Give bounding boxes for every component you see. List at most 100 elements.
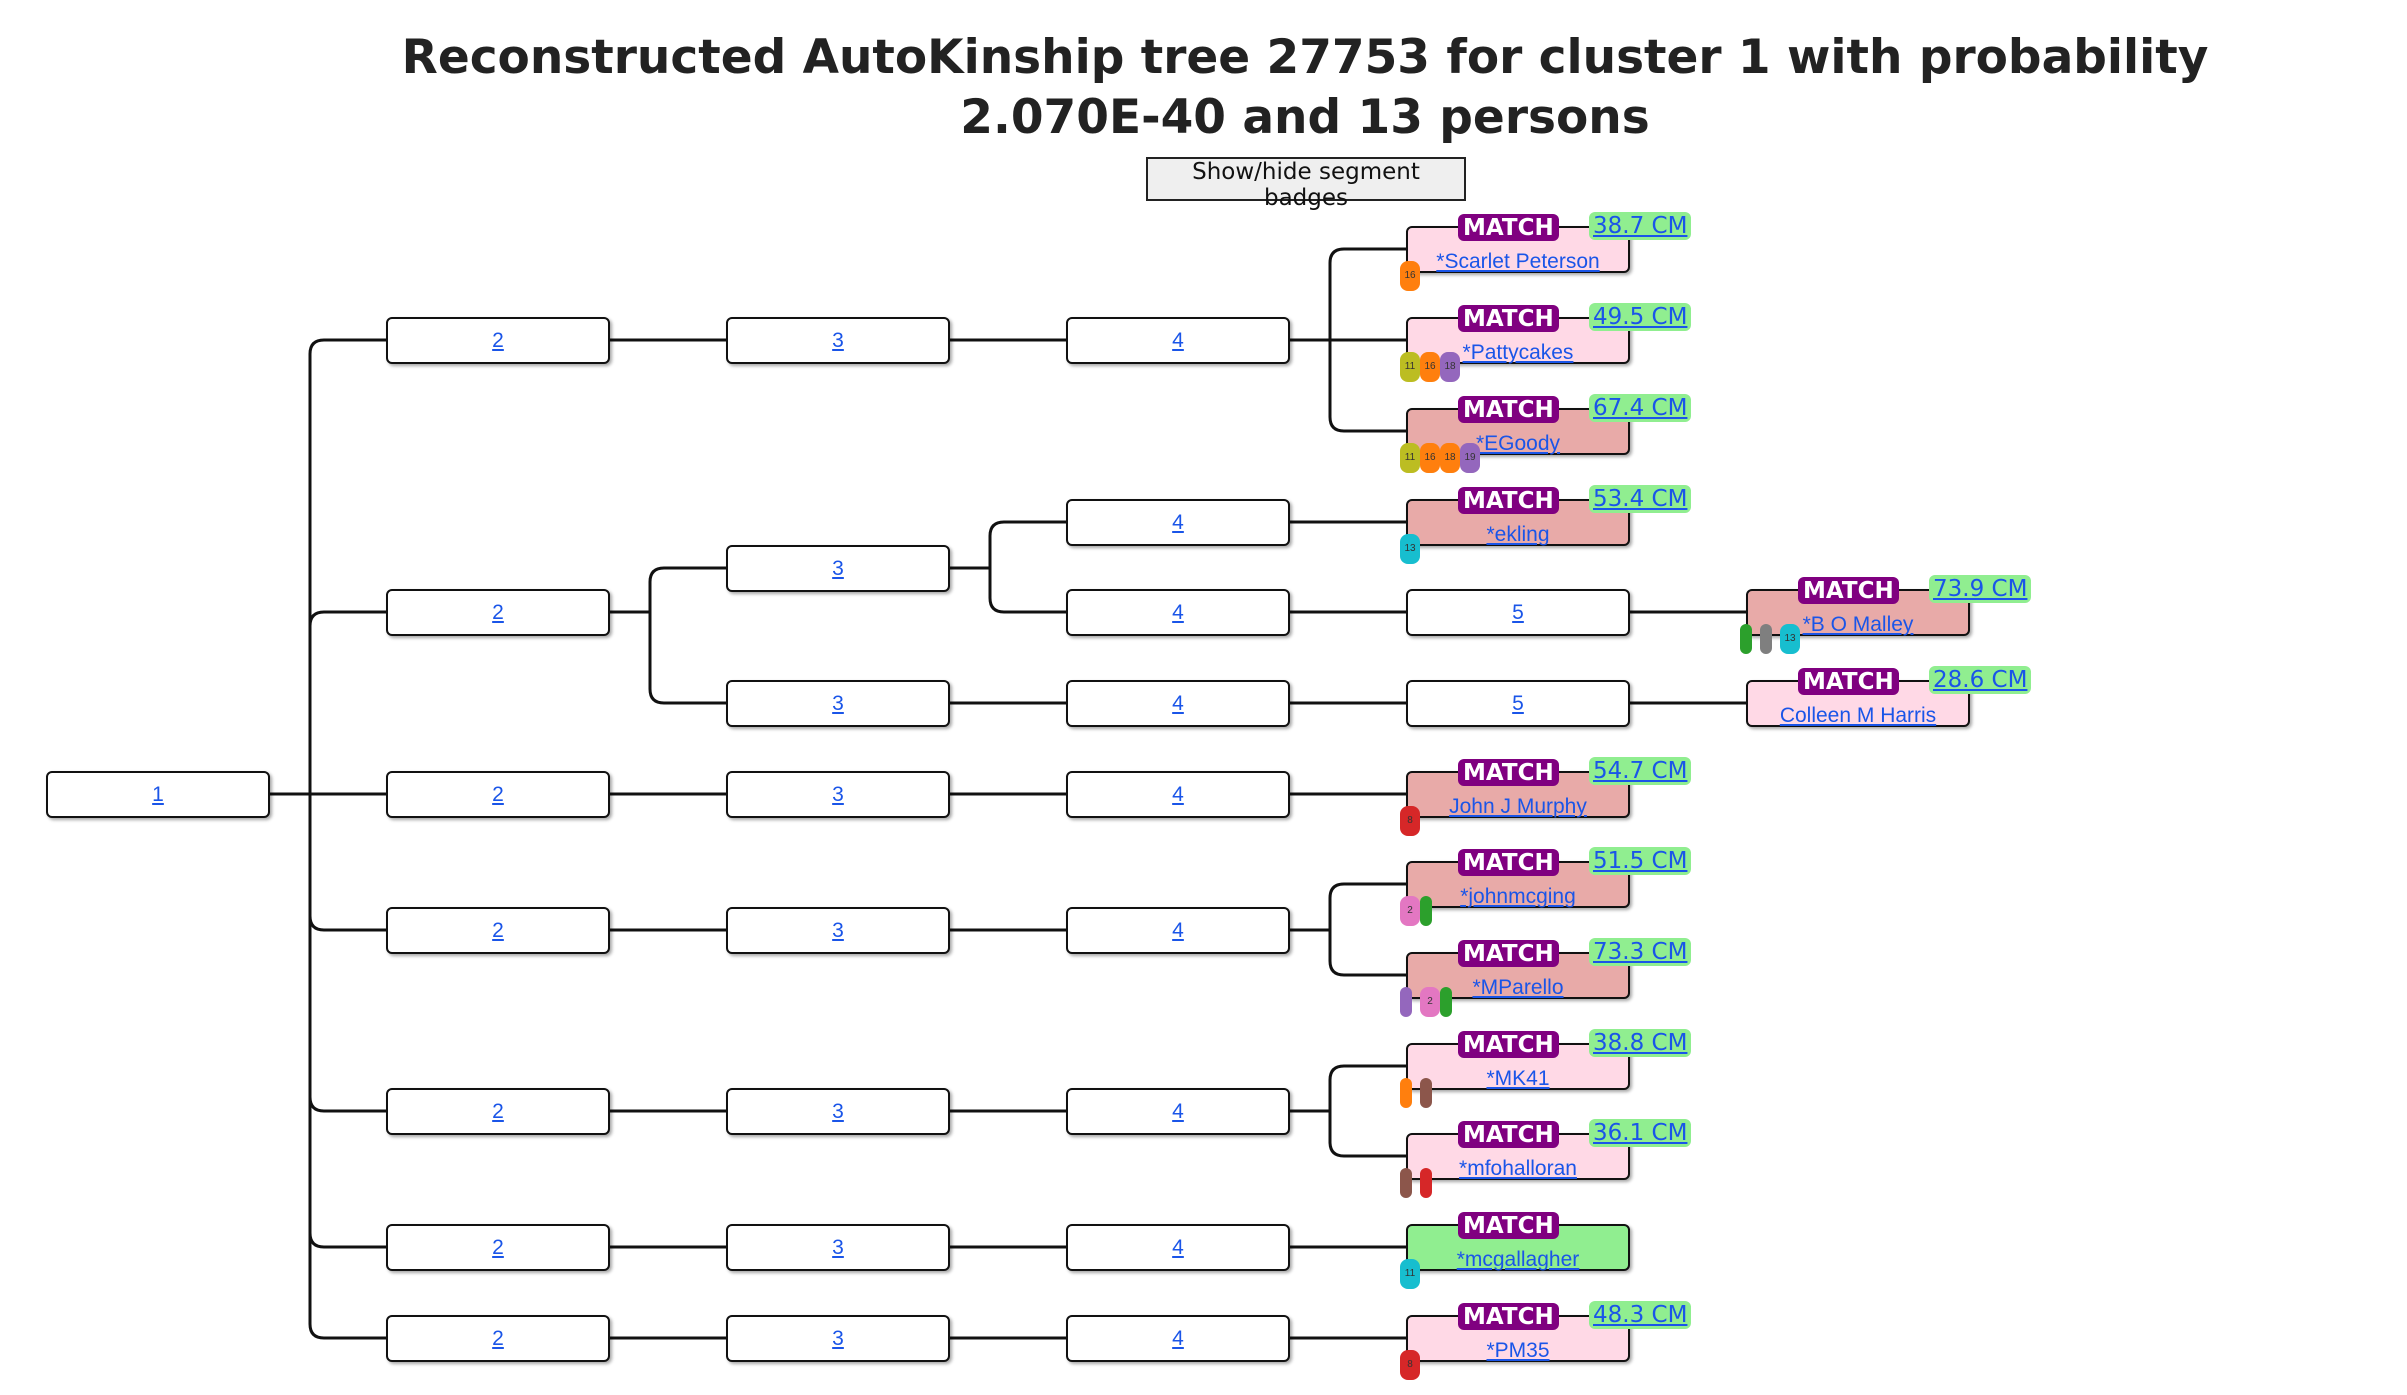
match-person-link[interactable]: *B O Malley [1802,612,1914,636]
match-badge: MATCH [1458,486,1559,514]
cm-value-link[interactable]: 67.4 CM [1589,393,1692,422]
cm-value-link[interactable]: 28.6 CM [1929,665,2032,694]
tree-node-link[interactable]: 2 [492,1326,504,1350]
connector-line [988,568,1066,614]
tree-node-link[interactable]: 3 [832,918,844,942]
match-person-link[interactable]: *Scarlet Peterson [1436,249,1600,273]
page-title: Reconstructed AutoKinship tree 27753 for… [401,30,2209,145]
tree-node-link[interactable]: 2 [492,600,504,624]
segment-badge: 16 [1420,443,1440,473]
tree-node-a4: 4 [1066,316,1290,364]
cm-value-link[interactable]: 38.8 CM [1589,1028,1692,1057]
tree-node-link[interactable]: 4 [1172,1326,1184,1350]
connector-line [308,338,386,794]
cm-value-link[interactable]: 51.5 CM [1589,846,1692,875]
tree-node-link[interactable]: 4 [1172,918,1184,942]
cm-value-link[interactable]: 48.3 CM [1589,1300,1692,1329]
connector-line [1328,930,1406,977]
cm-value-link[interactable]: 54.7 CM [1589,756,1692,785]
segment-badge [1400,1168,1412,1198]
cm-value-link[interactable]: 49.5 CM [1589,302,1692,331]
tree-node-c2: 2 [386,770,610,818]
segment-badge [1440,987,1452,1017]
tree-node-b3b: 3 [726,679,950,727]
match-badge: MATCH [1458,939,1559,967]
tree-node-link[interactable]: 2 [492,782,504,806]
match-badge: MATCH [1458,1211,1559,1239]
tree-node-e3: 3 [726,1087,950,1135]
tree-node-link[interactable]: 3 [832,556,844,580]
tree-node-g3: 3 [726,1314,950,1362]
match-person-link[interactable]: *PM35 [1486,1338,1550,1362]
match-person-link[interactable]: *Pattycakes [1462,340,1574,364]
tree-node-g2: 2 [386,1314,610,1362]
show-hide-segment-badges-button[interactable]: Show/hide segment badges [1146,157,1466,211]
match-person-link[interactable]: *johnmcging [1460,884,1576,908]
tree-node-a3: 3 [726,316,950,364]
connector-line [1328,882,1406,930]
match-person-link[interactable]: *MK41 [1486,1066,1550,1090]
match-person-link[interactable]: *mfohalloran [1459,1156,1577,1180]
tree-node-link[interactable]: 4 [1172,1235,1184,1259]
connector-line [1328,247,1406,340]
tree-node-link[interactable]: 3 [832,1099,844,1123]
tree-node-d3: 3 [726,906,950,954]
tree-node-link[interactable]: 4 [1172,782,1184,806]
connector-line [1328,1064,1406,1111]
tree-node-link[interactable]: 5 [1512,600,1524,624]
tree-node-link[interactable]: 5 [1512,691,1524,715]
connector-line [308,610,386,794]
match-person-link[interactable]: *mcgallagher [1456,1247,1580,1271]
tree-node-f4: 4 [1066,1223,1290,1271]
segment-badge [1420,1078,1432,1108]
tree-node-f3: 3 [726,1223,950,1271]
tree-node-link[interactable]: 1 [152,782,164,806]
cm-value-link[interactable]: 38.7 CM [1589,211,1692,240]
cm-value-link[interactable]: 53.4 CM [1589,484,1692,513]
match-person-box: *mcgallagher [1406,1223,1630,1271]
tree-node-link[interactable]: 4 [1172,1099,1184,1123]
tree-node-link[interactable]: 4 [1172,328,1184,352]
segment-badge: 11 [1400,352,1420,382]
match-person-link[interactable]: *MParello [1472,975,1564,999]
tree-node-n1: 1 [46,770,270,818]
tree-node-b5b: 5 [1406,679,1630,727]
cm-value-link[interactable]: 73.3 CM [1589,937,1692,966]
tree-node-link[interactable]: 3 [832,1235,844,1259]
tree-node-link[interactable]: 2 [492,1099,504,1123]
segment-badge: 16 [1400,261,1420,291]
match-badge: MATCH [1458,1120,1559,1148]
segment-badge [1760,624,1772,654]
cm-value-link[interactable]: 73.9 CM [1929,574,2032,603]
segment-badge: 2 [1400,896,1420,926]
connector-line [308,794,386,932]
tree-node-link[interactable]: 4 [1172,600,1184,624]
tree-node-b4b: 4 [1066,588,1290,636]
match-badge: MATCH [1458,758,1559,786]
tree-node-e4: 4 [1066,1087,1290,1135]
tree-node-link[interactable]: 3 [832,1326,844,1350]
tree-node-link[interactable]: 3 [832,328,844,352]
tree-node-a2: 2 [386,316,610,364]
match-person-link[interactable]: *EGoody [1475,431,1561,455]
match-person-link[interactable]: John J Murphy [1449,794,1587,818]
tree-node-link[interactable]: 3 [832,782,844,806]
connector-line [308,794,386,1249]
segment-badge [1740,624,1752,654]
tree-node-d4: 4 [1066,906,1290,954]
cm-value-link[interactable]: 36.1 CM [1589,1118,1692,1147]
match-badge: MATCH [1798,576,1899,604]
tree-node-link[interactable]: 4 [1172,510,1184,534]
match-person-link[interactable]: *ekling [1486,522,1550,546]
tree-node-link[interactable]: 3 [832,691,844,715]
segment-badge: 19 [1460,443,1480,473]
tree-node-link[interactable]: 2 [492,918,504,942]
connector-line [1328,340,1406,433]
tree-node-link[interactable]: 2 [492,1235,504,1259]
tree-node-link[interactable]: 4 [1172,691,1184,715]
tree-node-link[interactable]: 2 [492,328,504,352]
connector-line [1328,1111,1406,1158]
match-person-link[interactable]: Colleen M Harris [1779,703,1937,727]
match-badge: MATCH [1798,667,1899,695]
